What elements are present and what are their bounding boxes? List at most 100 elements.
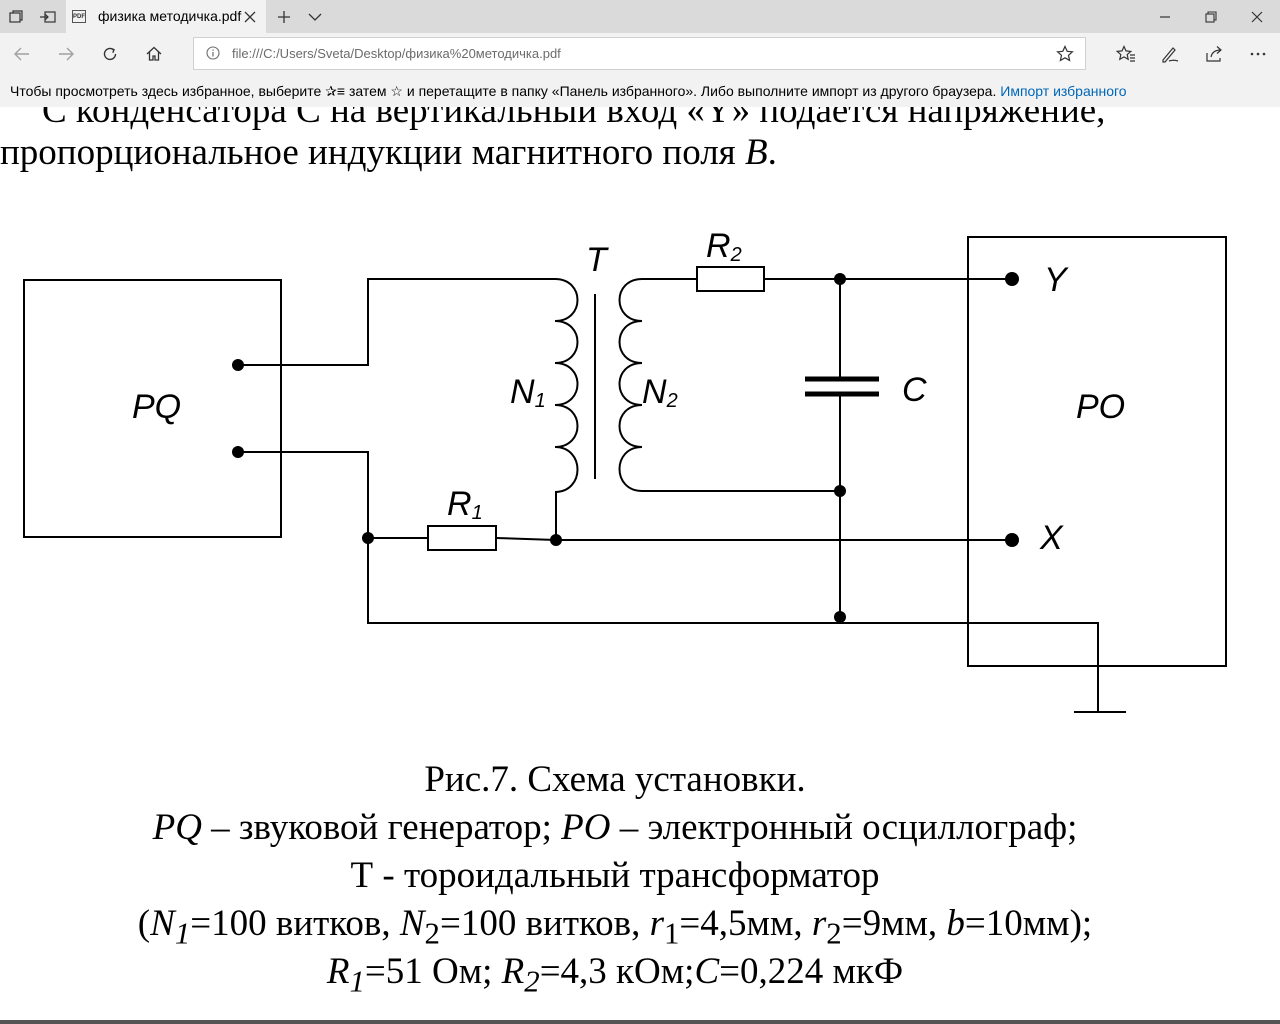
- caption-line-5: R1=51 Ом; R2=4,3 кОм;C=0,224 мкФ: [0, 950, 1230, 999]
- node-r1-left: [362, 532, 374, 544]
- label-n2: N2: [642, 373, 678, 412]
- favorites-star-icon: ☆: [390, 83, 403, 99]
- label-r2: R2: [706, 227, 742, 266]
- caption-po-desc: – электронный осциллограф;: [610, 807, 1078, 848]
- caption-r2-val: =9мм,: [841, 903, 947, 944]
- share-icon[interactable]: [1192, 33, 1236, 75]
- po-terminal-x: [1005, 533, 1019, 547]
- po-terminal-y: [1005, 272, 1019, 286]
- caption-l5-c-val: =0,224 мкФ: [719, 951, 904, 992]
- import-favorites-link[interactable]: Импорт избранного: [1000, 83, 1127, 99]
- node-y-cap: [834, 273, 846, 285]
- label-r1: R1: [447, 485, 483, 524]
- resistor-r2: [696, 266, 765, 292]
- caption-l5-c: C: [694, 951, 720, 992]
- minimize-icon[interactable]: [1142, 0, 1188, 33]
- close-icon[interactable]: [236, 0, 264, 33]
- caption-pq: PQ: [152, 807, 202, 848]
- forward-icon[interactable]: [44, 33, 88, 75]
- caption-n1-sub: 1: [174, 916, 191, 951]
- caption-po: PO: [561, 807, 611, 848]
- caption-l5-r2-val: =4,3 кОм;: [539, 951, 695, 992]
- caption-title: Рис.7. Схема установки.: [424, 759, 806, 800]
- coil-n1: [554, 278, 579, 493]
- label-n1: N1: [510, 373, 546, 412]
- back-icon[interactable]: [0, 33, 44, 75]
- refresh-icon[interactable]: [88, 33, 132, 75]
- favorites-text-1: Чтобы просмотреть здесь избранное, выбер…: [10, 83, 322, 99]
- caption-n2-val: =100 витков,: [439, 903, 650, 944]
- tabs-icon[interactable]: [0, 0, 32, 33]
- text-line-top: С конденсатора С на вертикальный вход «Y…: [42, 107, 1106, 131]
- caption-r1-val: =4,5мм,: [679, 903, 812, 944]
- tab-bar: PDF физика методичка.pdf: [0, 0, 1280, 33]
- pq-terminal-top: [232, 359, 244, 371]
- caption-r1: r: [649, 903, 664, 944]
- caption-line-2: PQ – звуковой генератор; PO – электронны…: [0, 806, 1230, 849]
- coil-n2: [618, 278, 643, 492]
- node-ground-cap: [834, 611, 846, 623]
- caption-l5-r1-sub: 1: [349, 964, 365, 999]
- address-bar[interactable]: file:///C:/Users/Sveta/Desktop/физика%20…: [193, 37, 1086, 70]
- pdf-viewport[interactable]: С конденсатора С на вертикальный вход «Y…: [0, 107, 1280, 1020]
- wire-r1-right: [495, 537, 557, 541]
- wire-pq-top: [238, 278, 555, 366]
- caption-r2: r: [811, 903, 827, 944]
- tab-title: физика методичка.pdf: [98, 8, 242, 24]
- caption-pq-desc: – звуковой генератор;: [201, 807, 562, 848]
- node-secondary-cap: [834, 485, 846, 497]
- favorites-bar-text: Чтобы просмотреть здесь избранное, выбер…: [10, 83, 1127, 100]
- wire-pq-bottom: [238, 451, 369, 538]
- circuit-diagram: PQ PO T R2 R1 N1 N2 C Y X: [23, 227, 1227, 713]
- caption-l5-r1-val: =51 Ом;: [364, 951, 502, 992]
- new-tab-icon[interactable]: [268, 0, 300, 33]
- caption-n2-sub: 2: [424, 916, 440, 951]
- caption-n1-val: =100 витков,: [190, 903, 400, 944]
- home-icon[interactable]: [132, 33, 176, 75]
- more-icon[interactable]: [1236, 33, 1280, 75]
- po-box: [967, 236, 1227, 667]
- favorites-text-2: затем: [348, 83, 387, 99]
- favorites-bar: Чтобы просмотреть здесь избранное, выбер…: [0, 75, 1280, 107]
- favorites-star-list-icon: ✰≡: [325, 83, 346, 99]
- restore-icon[interactable]: [1188, 0, 1234, 33]
- pen-icon[interactable]: [1148, 33, 1192, 75]
- chevron-down-icon[interactable]: [299, 0, 331, 33]
- label-po: PO: [1076, 388, 1125, 426]
- tab-active[interactable]: PDF физика методичка.pdf: [66, 0, 266, 33]
- nav-bar: file:///C:/Users/Sveta/Desktop/физика%20…: [0, 33, 1280, 75]
- caption-l5-r2-sub: 2: [524, 964, 540, 999]
- text-line-1-var: B: [744, 132, 768, 173]
- caption-b-val: =10мм);: [964, 903, 1093, 944]
- label-y: Y: [1044, 261, 1069, 299]
- label-pq: PQ: [132, 388, 181, 426]
- info-icon[interactable]: [206, 46, 220, 65]
- set-aside-icon[interactable]: [32, 0, 64, 33]
- caption-n1: N: [150, 903, 175, 944]
- close-window-icon[interactable]: [1234, 0, 1280, 33]
- text-line-1: пропорциональное индукции магнитного пол…: [0, 131, 777, 174]
- caption-r1-sub: 1: [664, 916, 680, 951]
- node-r1-right: [550, 534, 562, 546]
- wire-ground-loop: [367, 538, 1099, 712]
- caption-line-3: Т - тороидальный трансформатор: [350, 855, 880, 896]
- address-text[interactable]: file:///C:/Users/Sveta/Desktop/физика%20…: [232, 46, 561, 61]
- pq-terminal-bottom: [232, 446, 244, 458]
- caption-b: b: [946, 903, 965, 944]
- pdf-icon: PDF: [72, 10, 86, 23]
- bottom-border: [0, 1020, 1280, 1024]
- label-c: C: [902, 371, 927, 409]
- label-x: X: [1039, 519, 1064, 557]
- label-t: T: [586, 241, 609, 279]
- caption-l5-r1: R: [326, 951, 350, 992]
- caption-l5-r2: R: [501, 951, 525, 992]
- caption-l4-open: (: [137, 903, 151, 944]
- resistor-r1: [427, 525, 497, 551]
- caption-line-4: (N1=100 витков, N2=100 витков, r1=4,5мм,…: [0, 902, 1230, 951]
- pq-box: [23, 279, 282, 538]
- star-icon[interactable]: [1053, 42, 1077, 66]
- text-line-1-end: .: [767, 132, 777, 173]
- favorites-icon[interactable]: [1104, 33, 1148, 75]
- favorites-text-3: и перетащите в папку «Панель избранного»…: [406, 83, 997, 99]
- caption-r2-sub: 2: [826, 916, 842, 951]
